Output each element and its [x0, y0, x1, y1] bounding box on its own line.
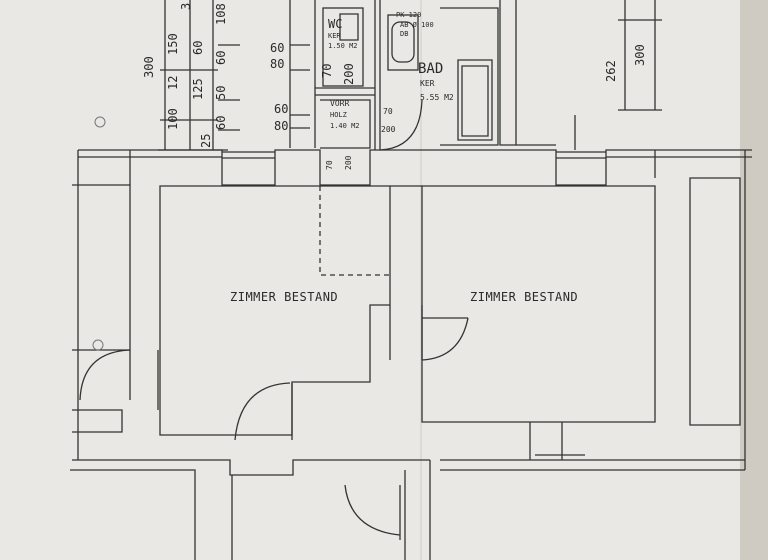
bad-title: BAD: [418, 61, 444, 77]
annotation-db: DB: [400, 30, 409, 38]
vorr-title: VORR: [330, 99, 350, 108]
dim-wc-inner-1: 70: [320, 63, 334, 78]
dim-wc-upper-1: 60: [270, 41, 285, 55]
wc-floor: KER: [328, 32, 341, 40]
annotation-ab: AB Ø 100: [400, 21, 434, 29]
dim-left-d-2: 60: [214, 50, 228, 65]
dim-vorr-bottom-2: 200: [344, 155, 353, 170]
dim-left-a-1: 300: [142, 56, 156, 78]
dim-vorr-right-1: 70: [383, 107, 393, 116]
paper-fold-line: [420, 0, 422, 560]
annotation-pk: PK 120: [396, 11, 422, 19]
dim-right-b: 300: [633, 44, 647, 66]
bad-floor: KER: [420, 79, 435, 88]
dim-left-d-3: 25: [199, 133, 213, 148]
room-label-left: ZIMMER BESTAND: [230, 290, 339, 304]
dim-wc-lower-2: 80: [274, 119, 289, 133]
vorr-floor: HOLZ: [330, 111, 347, 119]
dim-left-a-2: 100: [166, 108, 180, 130]
dim-top-cut: 3: [179, 2, 193, 10]
dim-left-d-1: 108: [214, 3, 228, 25]
dim-left-c-3: 60: [214, 115, 228, 130]
dim-vorr-right-2: 200: [381, 125, 396, 134]
wc-title: WC: [328, 17, 343, 31]
dim-left-c-2: 50: [214, 85, 228, 100]
dim-left-b-3: 125: [191, 78, 205, 100]
room-label-right: ZIMMER BESTAND: [470, 290, 579, 304]
dim-wc-upper-2: 80: [270, 57, 285, 71]
dim-wc-lower-1: 60: [274, 102, 289, 116]
vorr-area: 1.40 M2: [330, 122, 360, 130]
dim-left-b-2: 12: [166, 75, 180, 90]
bad-area: 5.55 M2: [420, 93, 454, 102]
dim-wc-inner-2: 200: [342, 63, 356, 85]
dim-left-c-1: 60: [191, 40, 205, 55]
dim-right-a: 262: [604, 60, 618, 82]
wc-area: 1.50 M2: [328, 42, 358, 50]
dim-vorr-bottom-1: 70: [325, 160, 334, 170]
dim-left-b-1: 150: [166, 33, 180, 55]
